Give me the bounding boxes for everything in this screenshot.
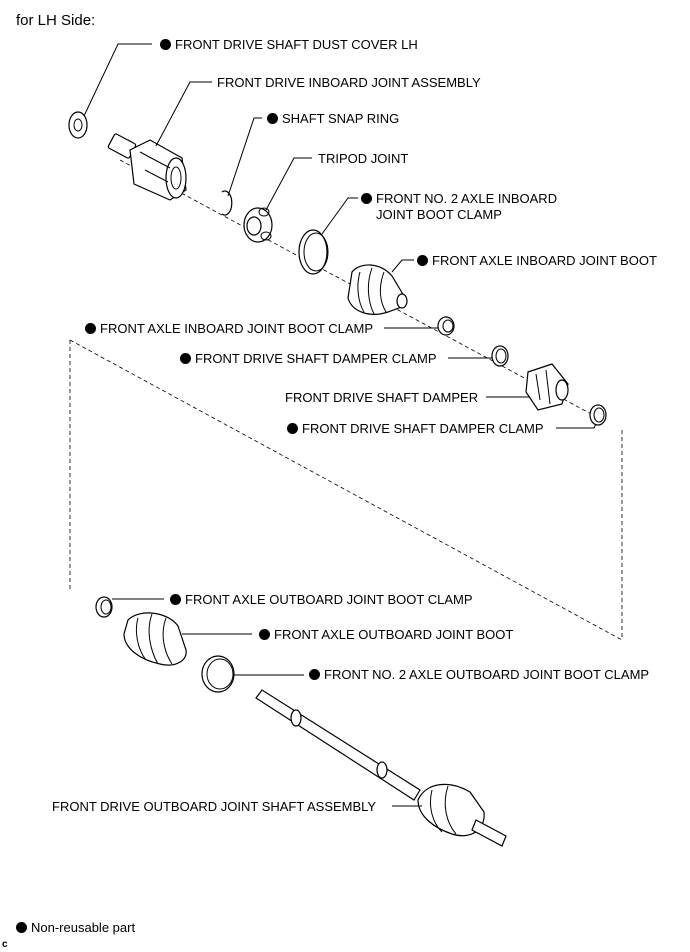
label-damper-clamp-2: FRONT DRIVE SHAFT DAMPER CLAMP — [287, 421, 544, 436]
damper-clamp-1-part — [491, 345, 509, 367]
label-dust-cover: FRONT DRIVE SHAFT DUST COVER LH — [160, 37, 418, 52]
label-outboard-boot-clamp: FRONT AXLE OUTBOARD JOINT BOOT CLAMP — [170, 592, 473, 607]
legend-text: Non-reusable part — [31, 920, 136, 935]
damper-clamp-2-part — [589, 404, 607, 426]
label-inboard-joint: FRONT DRIVE INBOARD JOINT ASSEMBLY — [217, 75, 481, 90]
non-reusable-dot-icon — [267, 113, 278, 124]
legend: Non-reusable part — [16, 920, 135, 935]
non-reusable-dot-icon — [16, 922, 27, 933]
non-reusable-dot-icon — [287, 423, 298, 434]
outboard-boot-part — [123, 612, 187, 666]
label-snap-ring: SHAFT SNAP RING — [267, 111, 399, 126]
no2-outboard-clamp-part — [201, 655, 235, 693]
corner-mark: c — [2, 939, 8, 950]
non-reusable-dot-icon — [180, 353, 191, 364]
non-reusable-dot-icon — [170, 594, 181, 605]
page-title: for LH Side: — [16, 12, 96, 29]
leader-inboard-joint — [155, 81, 212, 147]
snap-ring-part — [221, 190, 233, 216]
non-reusable-dot-icon — [417, 255, 428, 266]
no2-inboard-clamp-part — [298, 229, 329, 275]
label-tripod: TRIPOD JOINT — [318, 151, 409, 166]
label-no2-outboard-clamp: FRONT NO. 2 AXLE OUTBOARD JOINT BOOT CLA… — [309, 667, 649, 682]
leader-snap-ring — [227, 117, 262, 197]
leader-inboard-boot — [391, 259, 414, 273]
non-reusable-dot-icon — [361, 193, 372, 204]
label-no2-inboard-clamp: FRONT NO. 2 AXLE INBOARD — [361, 191, 557, 206]
inboard-joint-part — [107, 133, 187, 201]
label-no2-inboard-clamp-line2: JOINT BOOT CLAMP — [376, 207, 502, 222]
non-reusable-dot-icon — [259, 629, 270, 640]
damper-part — [525, 363, 569, 411]
tripod-joint-part — [243, 207, 273, 243]
dust-cover-part — [68, 111, 88, 139]
leader-dust-cover — [83, 43, 152, 117]
non-reusable-dot-icon — [85, 323, 96, 334]
label-damper: FRONT DRIVE SHAFT DAMPER — [285, 390, 479, 405]
label-inboard-boot: FRONT AXLE INBOARD JOINT BOOT — [417, 253, 657, 268]
leader-no2-inboard — [321, 197, 358, 235]
inboard-boot-clamp-part — [437, 316, 455, 336]
leader-tripod — [265, 157, 312, 211]
non-reusable-dot-icon — [160, 39, 171, 50]
inboard-boot-part — [347, 264, 408, 315]
outboard-shaft-part — [255, 689, 507, 847]
label-damper-clamp-1: FRONT DRIVE SHAFT DAMPER CLAMP — [180, 351, 437, 366]
leader-damper-clamp-2 — [556, 423, 597, 429]
label-outboard-boot: FRONT AXLE OUTBOARD JOINT BOOT — [259, 627, 513, 642]
label-outboard-shaft: FRONT DRIVE OUTBOARD JOINT SHAFT ASSEMBL… — [52, 799, 377, 814]
label-inboard-boot-clamp: FRONT AXLE INBOARD JOINT BOOT CLAMP — [85, 321, 373, 336]
non-reusable-dot-icon — [309, 669, 320, 680]
outboard-boot-clamp-part — [95, 596, 113, 618]
